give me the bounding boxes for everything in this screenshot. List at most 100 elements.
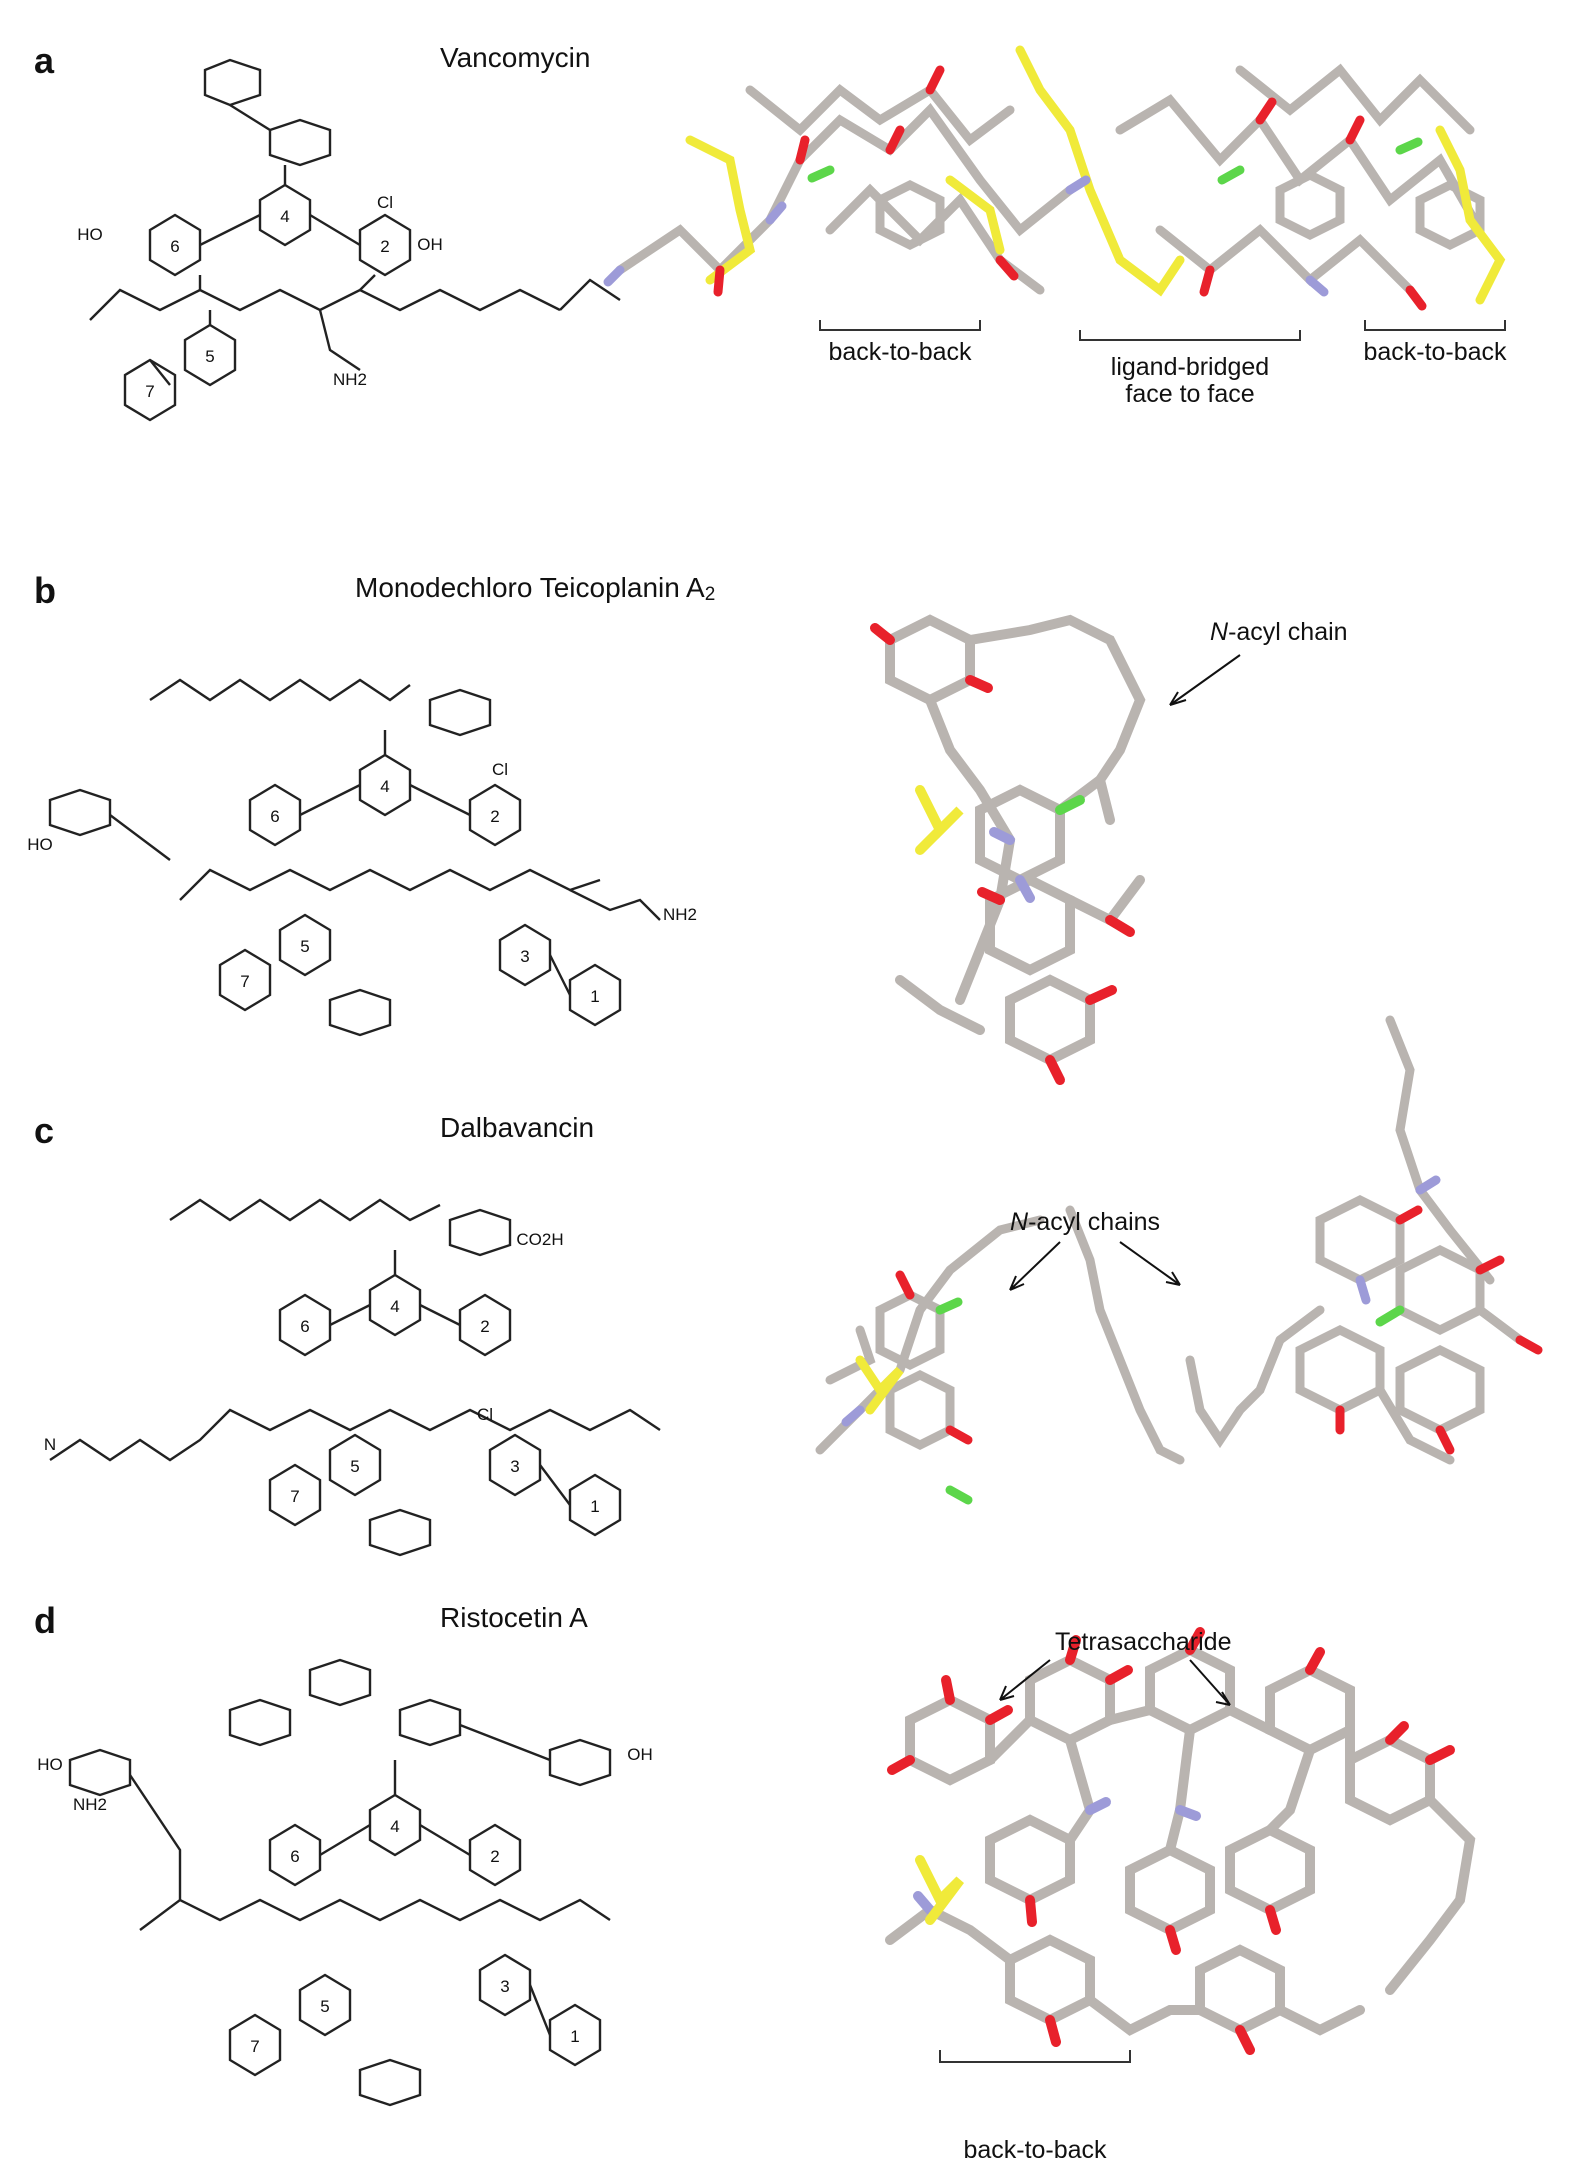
ring-number-2: 2 (490, 1847, 499, 1866)
ring-number-1: 1 (570, 2027, 579, 2046)
ring-number-5: 5 (205, 347, 214, 366)
ring-number-4: 4 (390, 1297, 399, 1316)
ring-1 (568, 1473, 622, 1537)
label-back-to-back-bottom: back-to-back (963, 2136, 1107, 2164)
structure-dalbavancin: 6 4 2 5 7 3 1 CO2H Cl N (44, 1198, 661, 1557)
ring-number-4: 4 (380, 777, 389, 796)
ring-number-4: 4 (390, 1817, 399, 1836)
panel-title-c: Dalbavancin (440, 1112, 595, 1143)
model-vancomycin-dimer (603, 45, 1506, 341)
ring-2 (358, 213, 412, 277)
ring-number-7: 7 (290, 1487, 299, 1506)
ring-6 (278, 1293, 332, 1357)
bracket-left (819, 320, 981, 331)
ring-2 (468, 1823, 522, 1887)
ring-2 (458, 1293, 512, 1357)
ring-number-1: 1 (590, 987, 599, 1006)
annotations-d: Tetrasaccharide back-to-back (963, 1628, 1231, 2164)
ring-number-1: 1 (590, 1497, 599, 1516)
ring-number-7: 7 (240, 972, 249, 991)
ring-number-7: 7 (145, 382, 154, 401)
ring-7 (268, 1463, 322, 1527)
ring-number-6: 6 (270, 807, 279, 826)
panel-b: b Monodechloro Teicoplanin A2 6 4 2 5 7 (0, 560, 1569, 1085)
label-back-to-back-left: back-to-back (828, 338, 972, 366)
panel-label-b: b (34, 570, 56, 611)
ring-number-2: 2 (380, 237, 389, 256)
atom-label: OH (627, 1745, 653, 1764)
ring-number-3: 3 (500, 1977, 509, 1996)
ring-5 (278, 913, 332, 977)
ring-5 (328, 1433, 382, 1497)
structure-ristocetin: 6 4 2 5 7 3 1 NH2 HO OH (37, 1658, 653, 2107)
atom-label: HO (77, 225, 103, 244)
panel-label-c: c (34, 1110, 55, 1151)
annotations-a: back-to-back ligand-bridged face to face… (828, 338, 1507, 408)
panel-title-d: Ristocetin A (440, 1602, 588, 1633)
atom-label: CO2H (516, 1230, 563, 1249)
annotations-c: N-acyl chains (1009, 1208, 1181, 1291)
ring-number-3: 3 (520, 947, 529, 966)
panel-title-a: Vancomycin (440, 42, 591, 73)
ring-1 (568, 963, 622, 1027)
atom-label: N (44, 1435, 56, 1454)
ring-3 (488, 1433, 542, 1497)
ring-1 (548, 2003, 602, 2067)
ring-number-5: 5 (300, 937, 309, 956)
panel-title-b-main: Monodechloro Teicoplanin A (355, 572, 705, 603)
ligand-yellow (685, 45, 1506, 305)
atom-label: OH (417, 235, 443, 254)
ring-5 (298, 1973, 352, 2037)
bracket-right (1364, 320, 1506, 331)
ring-number-6: 6 (300, 1317, 309, 1336)
ring-number-5: 5 (320, 1997, 329, 2016)
panel-a: a Vancomycin 6 4 2 (0, 0, 1569, 422)
annotations-b: N-acyl chain (1169, 618, 1348, 706)
ligand-yellow (915, 1855, 964, 1925)
atom-label: NH2 (333, 370, 367, 389)
ring-number-6: 6 (290, 1847, 299, 1866)
ring-number-2: 2 (490, 807, 499, 826)
atom-label: NH2 (663, 905, 697, 924)
model-dalbavancin (815, 1015, 1543, 1505)
label-n-acyl-chains: N-acyl chains (1010, 1208, 1160, 1236)
model-teicoplanin (870, 614, 1146, 1085)
ring-number-3: 3 (510, 1457, 519, 1476)
label-n-acyl-chain: N-acyl chain (1210, 618, 1348, 646)
panel-title-b-sub: 2 (704, 584, 716, 605)
ring-number-5: 5 (350, 1457, 359, 1476)
bracket-bottom (939, 2050, 1131, 2063)
ring-number-6: 6 (170, 237, 179, 256)
ring-7 (218, 948, 272, 1012)
panel-label-d: d (34, 1600, 56, 1641)
panel-c: c Dalbavancin 6 4 2 5 7 3 1 CO2H Cl (0, 1015, 1569, 1570)
panel-d: d Ristocetin A 6 4 2 5 7 3 (0, 1590, 1569, 2180)
atom-label: Cl (492, 760, 508, 779)
ring-number-2: 2 (480, 1317, 489, 1336)
ligand-yellow (915, 785, 964, 855)
label-back-to-back-right: back-to-back (1363, 338, 1507, 366)
ring-number-7: 7 (250, 2037, 259, 2056)
label-tetrasaccharide: Tetrasaccharide (1055, 1628, 1231, 1656)
model-ristocetin-dimer (885, 1627, 1476, 2063)
ring-number-4: 4 (280, 207, 289, 226)
atom-label: Cl (477, 1405, 493, 1424)
structure-teicoplanin: 6 4 2 5 7 3 1 Cl NH2 HO (27, 678, 697, 1037)
ring-7 (228, 2013, 282, 2077)
ring-6 (248, 783, 302, 847)
bracket-mid (1079, 330, 1301, 341)
atom-label: NH2 (73, 1795, 107, 1814)
label-ligand-bridged: ligand-bridged (1111, 353, 1269, 381)
ring-2 (468, 783, 522, 847)
ligand-yellow (855, 1355, 904, 1415)
panel-title-b: Monodechloro Teicoplanin A2 (355, 572, 715, 606)
atom-label: HO (27, 835, 53, 854)
panel-label-a: a (34, 40, 55, 81)
ring-3 (478, 1953, 532, 2017)
label-face-to-face: face to face (1125, 380, 1254, 408)
ring-6 (148, 213, 202, 277)
structure-vancomycin: 6 4 2 5 7 HO OH Cl NH2 (77, 58, 621, 422)
ring-6 (268, 1823, 322, 1887)
atom-label: Cl (377, 193, 393, 212)
ring-3 (498, 923, 552, 987)
